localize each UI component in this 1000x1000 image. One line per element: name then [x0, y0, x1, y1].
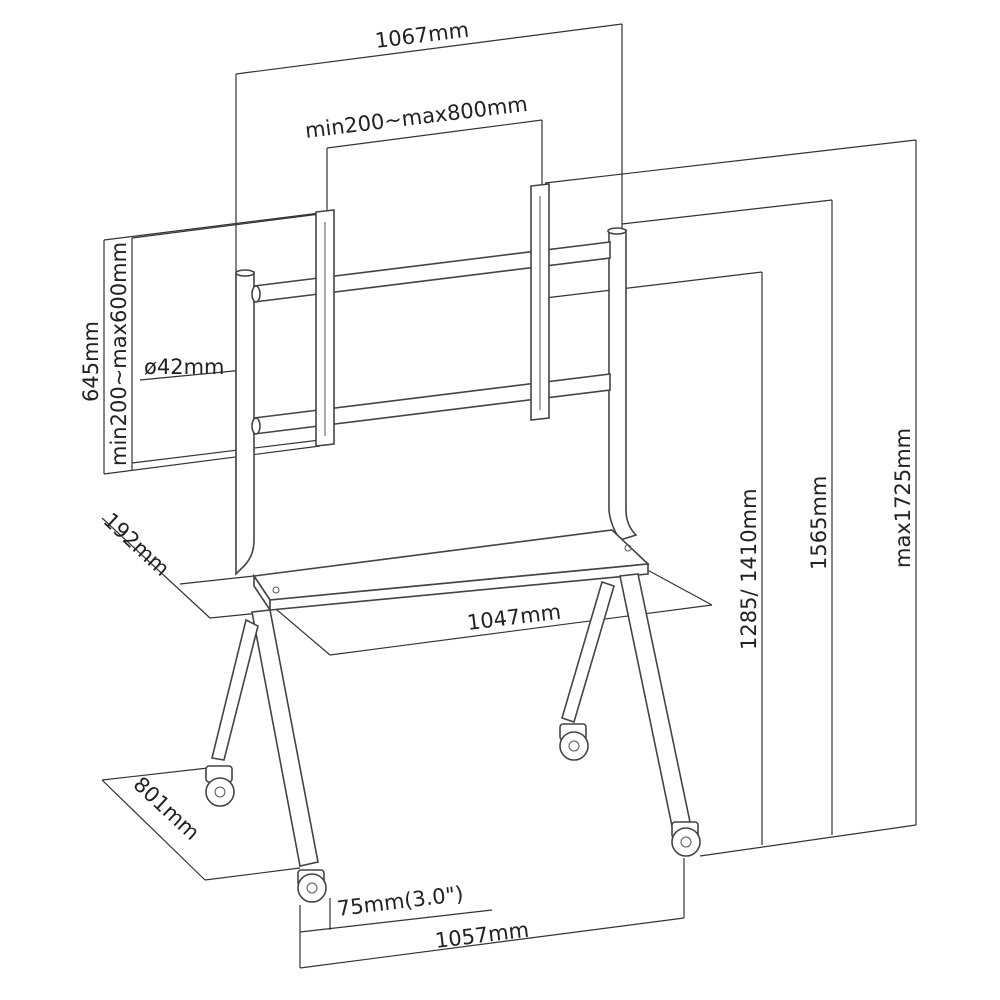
rear-left-leg [211, 618, 259, 761]
mount-height-label: 1285/ 1410mm [737, 488, 761, 650]
shelf-depth-label: 192mm [99, 508, 175, 581]
caster-rear-right [559, 723, 589, 761]
vesa-brackets [315, 183, 550, 447]
caster-front-left [297, 869, 327, 903]
tube-diameter-label: ø42mm [144, 355, 224, 379]
caster-front-right [671, 821, 701, 857]
base-depth-label: 801mm [129, 772, 205, 845]
casters [205, 723, 701, 903]
vesa-width-label: min200~max800mm [304, 92, 529, 143]
lower-crossbar [253, 373, 611, 435]
bracket-height-label: 645mm [79, 321, 103, 402]
front-right-leg [619, 573, 691, 827]
dimension-lines [101, 23, 917, 969]
vesa-height-label: min200~max600mm [107, 242, 131, 466]
upper-height-label: 1565mm [807, 476, 831, 570]
upright-posts [235, 227, 638, 576]
dimension-labels: 1067mm min200~max800mm 645mm min200~max6… [79, 18, 915, 953]
max-height-label: max1725mm [891, 428, 915, 568]
upper-crossbar [253, 241, 611, 303]
left-upright-post [235, 271, 255, 576]
crossbars [251, 241, 611, 435]
right-upright-post [608, 229, 638, 541]
shelf [252, 529, 650, 613]
base-width-label: 1057mm [434, 918, 531, 953]
front-left-leg [251, 609, 319, 867]
shelf-width-label: 1047mm [466, 600, 563, 635]
legs [211, 573, 691, 867]
rear-right-leg [561, 580, 615, 724]
caster-rear-left [205, 765, 235, 807]
overall-width-label: 1067mm [374, 18, 471, 53]
